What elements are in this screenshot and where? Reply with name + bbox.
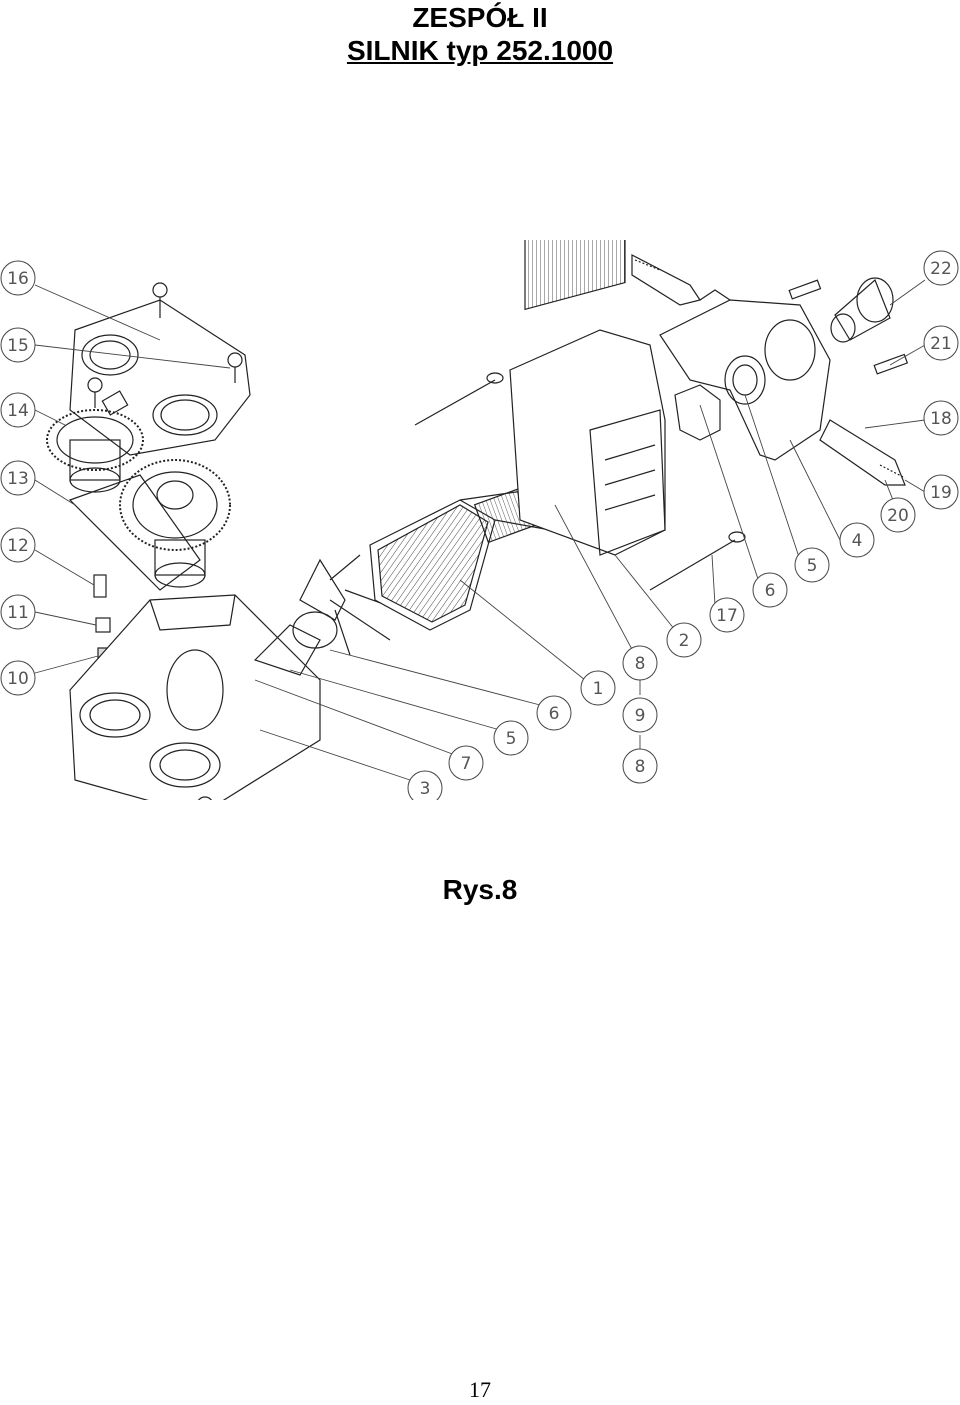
svg-text:8: 8 [635, 757, 646, 777]
svg-text:20: 20 [887, 506, 909, 526]
svg-text:16: 16 [7, 269, 29, 289]
label-9: 9 [622, 697, 658, 733]
gear-housing [69, 594, 321, 800]
svg-text:9: 9 [635, 706, 646, 726]
part-drawings [46, 240, 909, 800]
label-2: 2 [666, 622, 702, 658]
label-8-bottom: 8 [622, 748, 658, 784]
svg-text:11: 11 [7, 603, 29, 623]
svg-text:1: 1 [593, 679, 604, 699]
label-20: 20 [880, 497, 916, 533]
stator-screws [414, 372, 746, 591]
svg-text:10: 10 [7, 669, 29, 689]
svg-text:3: 3 [420, 779, 431, 799]
label-11: 11 [0, 594, 36, 630]
svg-text:6: 6 [765, 581, 776, 601]
label-5-right: 5 [794, 547, 830, 583]
svg-text:14: 14 [7, 401, 29, 421]
small-part-11 [95, 617, 111, 633]
label-1: 1 [580, 670, 616, 706]
label-12: 12 [0, 527, 36, 563]
svg-text:6: 6 [549, 704, 560, 724]
label-7: 7 [448, 745, 484, 781]
label-13: 13 [0, 460, 36, 496]
label-10: 10 [0, 660, 36, 696]
small-pins [788, 279, 909, 375]
svg-text:7: 7 [461, 754, 472, 774]
svg-text:5: 5 [506, 729, 517, 749]
stator [509, 240, 666, 556]
label-16: 16 [0, 260, 36, 296]
svg-text:8: 8 [635, 654, 646, 674]
rear-housing [659, 289, 831, 461]
svg-text:17: 17 [716, 606, 738, 626]
label-15: 15 [0, 327, 36, 363]
leader-lines [34, 279, 926, 781]
motor-type-title: SILNIK typ 252.1000 [346, 35, 614, 66]
brush-shafts [631, 254, 906, 486]
svg-text:5: 5 [807, 556, 818, 576]
label-3: 3 [407, 770, 443, 800]
svg-text:12: 12 [7, 536, 29, 556]
svg-text:18: 18 [930, 409, 952, 429]
label-19: 19 [923, 474, 959, 510]
exploded-motor-diagram: 16 15 14 13 12 11 10 22 21 18 19 20 4 5 … [0, 240, 959, 800]
figure-caption: Rys.8 [442, 874, 518, 905]
armature [253, 474, 596, 676]
label-4: 4 [839, 522, 875, 558]
svg-text:2: 2 [679, 631, 690, 651]
label-17: 17 [709, 597, 745, 633]
page-number: 17 [469, 1377, 491, 1402]
label-22: 22 [923, 250, 959, 286]
gear-cover-plate [69, 299, 251, 456]
label-8-top: 8 [622, 645, 658, 681]
svg-text:4: 4 [852, 531, 863, 551]
label-18: 18 [923, 400, 959, 436]
screws [87, 282, 243, 408]
label-21: 21 [923, 325, 959, 361]
label-5-left: 5 [493, 720, 529, 756]
assembly-title: ZESPÓŁ II [412, 2, 548, 33]
gear-upper [46, 409, 144, 493]
svg-text:19: 19 [930, 483, 952, 503]
gear-lower [119, 459, 231, 588]
label-6-left: 6 [536, 695, 572, 731]
label-14: 14 [0, 392, 36, 428]
bearing [830, 277, 894, 343]
svg-text:15: 15 [7, 336, 29, 356]
svg-text:21: 21 [930, 334, 952, 354]
svg-text:13: 13 [7, 469, 29, 489]
label-6-right: 6 [752, 572, 788, 608]
gasket [68, 474, 201, 591]
label-balloons: 16 15 14 13 12 11 10 22 21 18 19 20 4 5 … [0, 250, 959, 800]
small-part-12 [93, 574, 107, 598]
svg-text:22: 22 [930, 259, 952, 279]
